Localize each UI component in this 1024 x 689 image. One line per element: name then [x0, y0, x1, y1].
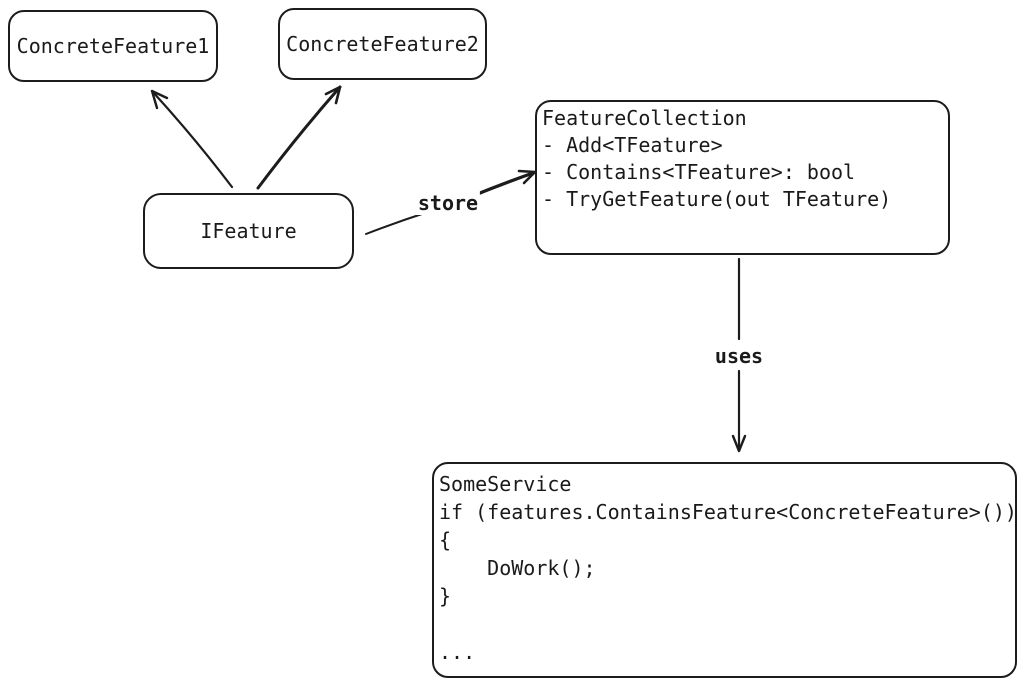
- node-ifeature-label: IFeature: [200, 219, 297, 243]
- some-service-code-line: DoWork();: [439, 556, 596, 580]
- edge-ifeature-to-concretefeature2: [256, 85, 342, 190]
- arrowhead-icon: [731, 434, 747, 453]
- feature-collection-member: - Add<TFeature>: [542, 133, 723, 157]
- edge-label-uses: uses: [712, 344, 766, 368]
- edge-label-store: store: [415, 191, 481, 215]
- node-ifeature: IFeature: [143, 193, 354, 269]
- arrowhead-icon: [150, 89, 169, 110]
- feature-collection-member: - Contains<TFeature>: bool: [542, 160, 856, 184]
- some-service-code-line: }: [439, 584, 452, 608]
- arrowhead-icon: [517, 169, 537, 185]
- feature-collection-title: FeatureCollection: [542, 106, 747, 130]
- some-service-title: SomeService: [439, 472, 572, 496]
- some-service-code-line: ...: [439, 640, 476, 664]
- node-concrete-feature-1: ConcreteFeature1: [8, 10, 218, 82]
- edge-ifeature-to-concretefeature1: [150, 89, 234, 189]
- some-service-code-line: [439, 610, 1010, 638]
- node-feature-collection: FeatureCollection - Add<TFeature> - Cont…: [535, 100, 950, 255]
- some-service-code-line: if (features.ContainsFeature<ConcreteFea…: [439, 500, 1017, 524]
- node-some-service: SomeService if (features.ContainsFeature…: [432, 462, 1017, 678]
- node-concrete-feature-1-label: ConcreteFeature1: [16, 34, 210, 58]
- node-concrete-feature-2: ConcreteFeature2: [278, 8, 487, 80]
- some-service-code-line: {: [439, 528, 452, 552]
- arrowhead-icon: [324, 85, 342, 105]
- node-concrete-feature-2-label: ConcreteFeature2: [286, 32, 479, 56]
- feature-collection-member: - TryGetFeature(out TFeature): [542, 187, 892, 211]
